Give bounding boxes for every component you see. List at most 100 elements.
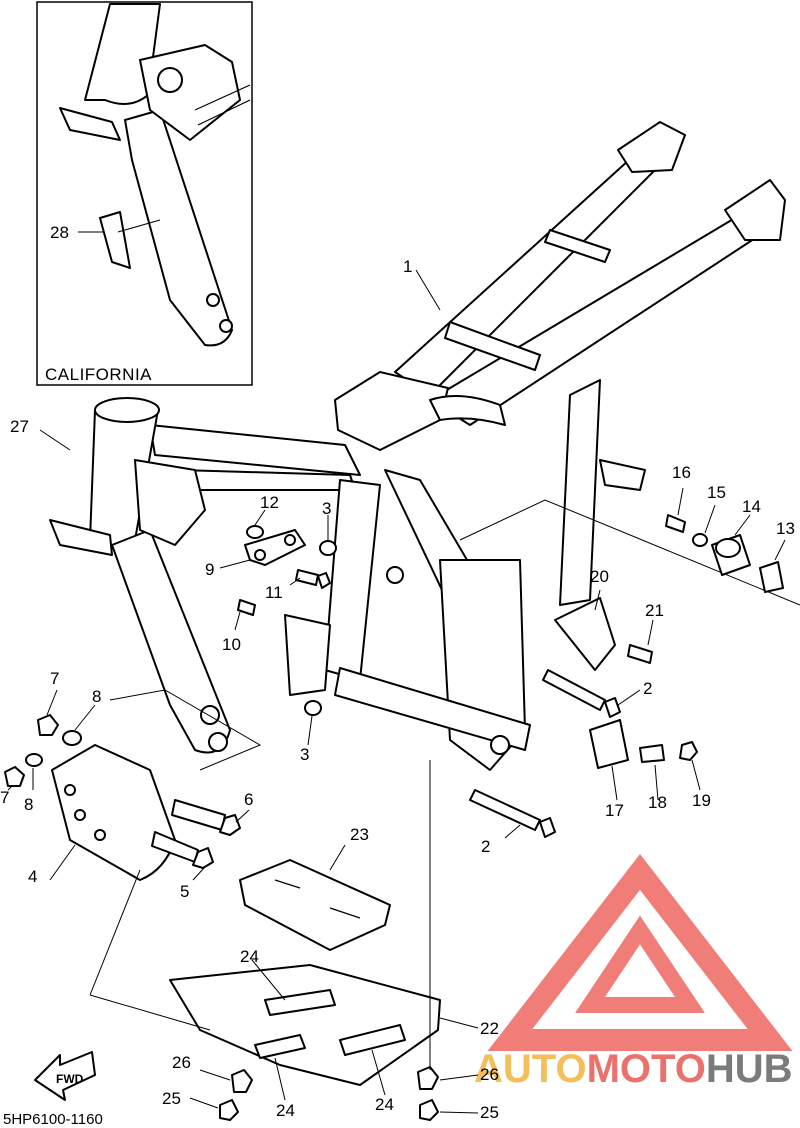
cover-23	[239, 859, 391, 951]
callout-4: 4	[28, 867, 37, 886]
callout-20: 20	[590, 567, 609, 586]
watermark-triangle	[487, 854, 793, 1051]
rear-mount-hardware	[665, 514, 784, 593]
callout-15: 15	[707, 483, 726, 502]
bolt-6	[171, 799, 226, 831]
callout-19: 19	[692, 791, 711, 810]
callout-3-upper: 3	[322, 499, 331, 518]
rubber-24-bottom	[254, 1034, 306, 1059]
frame-main-tube	[149, 424, 361, 476]
collar-12	[246, 525, 264, 539]
frame-cross-member-a	[544, 229, 611, 263]
callout-24-top: 24	[240, 947, 259, 966]
inset-crossbar	[194, 84, 251, 126]
callout-25-left: 25	[162, 1089, 181, 1108]
callout-26-right: 26	[480, 1065, 499, 1084]
frame-head-gusset	[134, 459, 206, 546]
callout-17: 17	[605, 801, 624, 820]
callout-25-right: 25	[480, 1103, 499, 1122]
damper-17	[589, 719, 629, 769]
fwd-arrow: FWD	[34, 1051, 96, 1101]
bolt-26-left	[231, 1069, 253, 1093]
bolt-11	[295, 569, 319, 586]
california-inset: 28 CALIFORNIA	[36, 1, 253, 386]
frame-rear-bracket-upper	[617, 121, 686, 173]
bolt-16	[665, 514, 686, 533]
washer-15	[692, 533, 708, 547]
watermark-text: AUTOMOTOHUB	[474, 1047, 793, 1091]
skid-plate-22	[169, 964, 441, 1086]
watermark-text-moto: MOTO	[587, 1047, 706, 1091]
head-pipe-top	[94, 397, 160, 423]
inset-hole-b	[206, 293, 220, 307]
callout-3-lower: 3	[300, 745, 309, 764]
inset-hole-c	[219, 319, 233, 333]
rubber-24-left	[264, 989, 336, 1016]
rubber-24-right	[339, 1024, 406, 1056]
nut-7-upper	[37, 714, 59, 736]
bolt-2-upper	[542, 669, 606, 711]
collar-18	[639, 744, 665, 763]
callout-16: 16	[672, 463, 691, 482]
washer-8-upper	[62, 730, 82, 746]
callout-26-left: 26	[172, 1053, 191, 1072]
nut-3-upper	[319, 540, 337, 556]
callout-14: 14	[742, 497, 761, 516]
frame-tube-loop	[429, 395, 506, 426]
frame-tank-bracket	[334, 371, 449, 451]
frame-footrest-tab	[599, 459, 646, 491]
collar-13	[759, 561, 784, 593]
callout-24-bottom-left: 24	[276, 1101, 295, 1120]
inset-emission-label	[99, 211, 131, 269]
frame-center-spar-left	[324, 479, 381, 681]
callout-12: 12	[260, 493, 279, 512]
callout-10: 10	[222, 635, 241, 654]
callout-7-lower: 7	[0, 788, 9, 807]
diagram-code: 5HP6100-1160	[3, 1111, 103, 1128]
callout-5: 5	[180, 882, 189, 901]
callout-23: 23	[350, 825, 369, 844]
frame-cross-member-b	[444, 321, 541, 371]
frame-steering-stop	[49, 519, 113, 556]
callout-7-upper: 7	[50, 669, 59, 688]
callout-27: 27	[10, 417, 29, 436]
damper-assembly	[589, 719, 698, 769]
frame-lower-crossbar	[334, 667, 531, 751]
callout-28: 28	[50, 223, 69, 242]
watermark-text-hub: HUB	[706, 1047, 793, 1091]
fwd-arrow-shape	[34, 1051, 96, 1101]
fwd-label: FWD	[56, 1072, 84, 1086]
callout-2-upper: 2	[643, 679, 652, 698]
long-bolts	[469, 669, 621, 838]
callout-8-upper: 8	[92, 687, 101, 706]
frame-engine-mount	[284, 614, 331, 696]
callout-24-bottom-right: 24	[375, 1095, 394, 1114]
main-frame	[49, 121, 800, 771]
engine-guard-assembly	[4, 714, 241, 881]
nut-19	[679, 741, 698, 761]
bolt-26-right	[417, 1066, 439, 1090]
callout-1: 1	[403, 257, 412, 276]
callout-18: 18	[648, 793, 667, 812]
bolt-21	[627, 644, 653, 664]
watermark-logo: AUTOMOTOHUB	[474, 854, 793, 1091]
callout-22: 22	[480, 1019, 499, 1038]
watermark-text-auto: AUTO	[474, 1047, 587, 1091]
callout-11: 11	[265, 583, 283, 602]
callout-21: 21	[645, 601, 664, 620]
inset-downtube	[124, 109, 233, 347]
callout-13: 13	[776, 519, 795, 538]
leader-lines	[7, 269, 786, 1114]
bolt-2-lower	[469, 789, 541, 831]
plate-20-assembly	[554, 597, 653, 671]
inset-bracket	[59, 107, 121, 141]
engine-bracket-hardware	[237, 525, 337, 716]
watermark-inner-mark	[575, 915, 705, 1013]
frame-rear-down-tube	[559, 379, 601, 606]
callout-9: 9	[205, 560, 214, 579]
callout-2-lower: 2	[481, 837, 490, 856]
callout-numbers: 1 27 12 3 9 11 10 16 15 14 13 20 21 2 3 …	[0, 257, 795, 1122]
bolt-10	[237, 599, 256, 616]
bolt-25-right	[419, 1099, 439, 1121]
